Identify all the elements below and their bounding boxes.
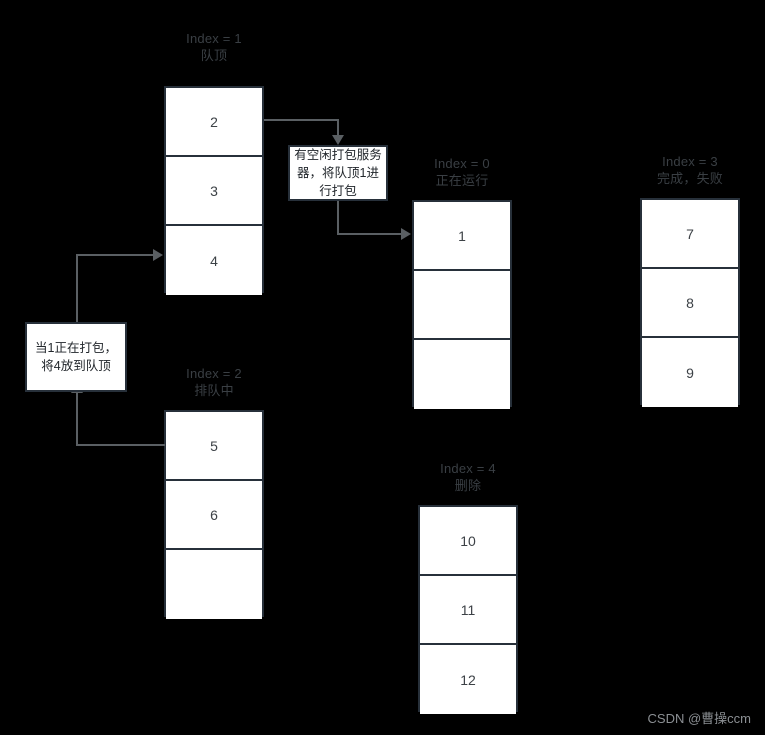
- cell[interactable]: 3: [166, 157, 262, 226]
- column-index-1-index-label: Index = 1: [186, 31, 242, 46]
- arrow-right-icon: [153, 249, 163, 261]
- column-index-4-status-label: 删除: [454, 478, 482, 493]
- column-index-0-status-label: 正在运行: [435, 173, 489, 188]
- column-index-2-status-label: 排队中: [194, 383, 234, 398]
- cell[interactable]: 11: [420, 576, 516, 645]
- cell[interactable]: [414, 271, 510, 340]
- column-index-3: Index = 3 完成，失败 7 8 9: [640, 153, 740, 407]
- connector-dispatch-to-running-h: [337, 233, 403, 235]
- cell[interactable]: 10: [420, 507, 516, 576]
- column-index-4: Index = 4 删除 10 11 12: [418, 460, 518, 714]
- column-index-1-stack: 2 3 4: [164, 86, 264, 295]
- column-index-3-title: Index = 3 完成，失败: [640, 153, 740, 187]
- connector-queue-top-to-dispatch-v: [337, 119, 339, 136]
- connector-dispatch-to-running-v: [337, 200, 339, 234]
- column-index-0-stack: 1: [412, 200, 512, 409]
- column-index-1-title: Index = 1 队顶: [164, 30, 264, 64]
- connector-queue-top-to-dispatch-h: [264, 119, 338, 121]
- cell[interactable]: 5: [166, 412, 262, 481]
- cell[interactable]: 9: [642, 338, 738, 407]
- connector-queueing-to-requeue-v: [76, 392, 78, 445]
- cell[interactable]: 7: [642, 200, 738, 269]
- column-index-0: Index = 0 正在运行 1: [412, 155, 512, 409]
- column-index-3-index-label: Index = 3: [662, 154, 718, 169]
- column-index-0-title: Index = 0 正在运行: [412, 155, 512, 189]
- column-index-1: Index = 1 队顶 2 3 4: [164, 30, 264, 295]
- column-index-4-stack: 10 11 12: [418, 505, 518, 714]
- column-index-3-stack: 7 8 9: [640, 198, 740, 407]
- cell[interactable]: [166, 550, 262, 619]
- cell[interactable]: [414, 340, 510, 409]
- column-index-2: Index = 2 排队中 5 6: [164, 365, 264, 619]
- note-dispatch: 有空闲打包服务器，将队顶1进行打包: [288, 145, 388, 201]
- note-requeue: 当1正在打包，将4放到队顶: [25, 322, 127, 392]
- cell[interactable]: 4: [166, 226, 262, 295]
- column-index-2-stack: 5 6: [164, 410, 264, 619]
- column-index-4-title: Index = 4 删除: [418, 460, 518, 494]
- cell[interactable]: 6: [166, 481, 262, 550]
- connector-queueing-to-requeue-h: [76, 444, 165, 446]
- arrow-down-icon: [332, 135, 344, 145]
- cell[interactable]: 12: [420, 645, 516, 714]
- column-index-4-index-label: Index = 4: [440, 461, 496, 476]
- watermark: CSDN @曹操ccm: [647, 711, 751, 726]
- column-index-1-status-label: 队顶: [200, 48, 228, 63]
- column-index-2-index-label: Index = 2: [186, 366, 242, 381]
- column-index-3-status-label: 完成，失败: [656, 171, 723, 186]
- arrow-right-icon: [401, 228, 411, 240]
- column-index-2-title: Index = 2 排队中: [164, 365, 264, 399]
- cell[interactable]: 1: [414, 202, 510, 271]
- column-index-0-index-label: Index = 0: [434, 156, 490, 171]
- connector-requeue-to-queue-top-h: [76, 254, 154, 256]
- cell[interactable]: 8: [642, 269, 738, 338]
- connector-requeue-to-queue-top-v: [76, 254, 78, 323]
- cell[interactable]: 2: [166, 88, 262, 157]
